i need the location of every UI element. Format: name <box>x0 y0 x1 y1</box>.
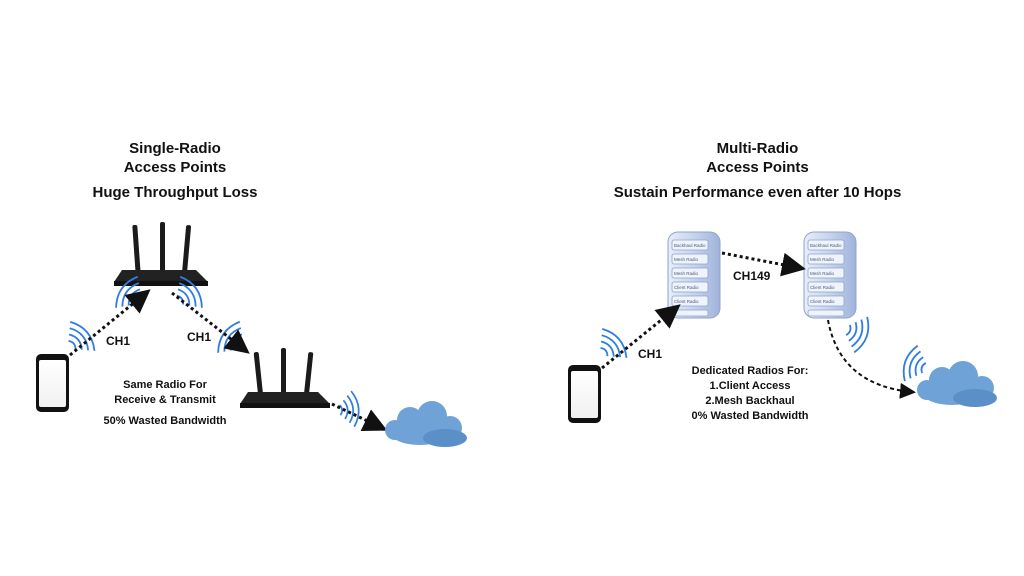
left-title-line2: Access Points <box>123 159 227 176</box>
ap1-radio-label-4: Client Radio <box>674 285 699 290</box>
wave-icon-ap2-bottom <box>840 311 874 356</box>
right-note-line3: 2.Mesh Backhaul <box>705 395 795 407</box>
left-note: Same Radio For Receive & Transmit 50% Wa… <box>90 378 240 429</box>
cloud-icon-right <box>917 361 997 407</box>
router-icon-1 <box>114 222 208 286</box>
ap2-radio-label-3: Mesh Radio <box>810 271 835 276</box>
phone-icon-left <box>36 354 69 412</box>
right-title-line2: Access Points <box>706 159 809 176</box>
left-subtitle: Huge Throughput Loss <box>92 184 258 201</box>
ap2-radio-label-4: Client Radio <box>810 285 835 290</box>
link-router2-to-cloud <box>331 402 388 432</box>
right-title: Multi-Radio Access Points <box>600 139 915 177</box>
left-note-line3: 50% Wasted Bandwidth <box>103 415 227 427</box>
left-title-line1: Single-Radio <box>129 140 221 157</box>
access-point-icon-2: Backhaul Radio Mesh Radio Mesh Radio Cli… <box>803 231 857 319</box>
right-note: Dedicated Radios For: 1.Client Access 2.… <box>680 364 820 424</box>
right-title-line1: Multi-Radio <box>716 140 799 157</box>
ap1-radio-label-2: Mesh Radio <box>674 257 699 262</box>
link-phone-to-ap1 <box>601 304 681 370</box>
left-title: Single-Radio Access Points <box>85 139 265 177</box>
ap2-radio-label-1: Backhaul Radio <box>810 243 842 248</box>
right-note-line2: 1.Client Access <box>709 380 791 392</box>
channel-label-left-a: CH1 <box>106 334 131 348</box>
wave-icon-router2-right <box>337 389 362 429</box>
wave-icon-router2-top <box>212 317 252 362</box>
link-ap1-to-ap2 <box>721 251 806 277</box>
ap1-radio-label-1: Backhaul Radio <box>674 243 706 248</box>
wave-icon-cloud-right <box>898 342 932 387</box>
ap1-radio-label-5: Client Radio <box>674 299 699 304</box>
channel-label-left-b: CH1 <box>187 330 212 344</box>
right-note-line1: Dedicated Radios For: <box>691 365 809 377</box>
left-note-line1: Same Radio For <box>123 379 207 391</box>
left-note-line2: Receive & Transmit <box>114 394 216 406</box>
link-phone-to-router1 <box>69 289 151 357</box>
channel-label-client: CH1 <box>638 347 663 361</box>
cloud-icon-left <box>385 401 467 447</box>
right-subtitle: Sustain Performance even after 10 Hops <box>613 184 902 201</box>
channel-label-backhaul: CH149 <box>733 269 771 283</box>
router-icon-2 <box>240 348 330 408</box>
phone-icon-right <box>568 365 601 423</box>
access-point-icon-1: Backhaul Radio Mesh Radio Mesh Radio Cli… <box>667 231 721 319</box>
ap1-radio-label-3: Mesh Radio <box>674 271 699 276</box>
right-note-line4: 0% Wasted Bandwidth <box>691 410 809 422</box>
ap2-radio-label-2: Mesh Radio <box>810 257 835 262</box>
ap2-radio-label-5: Client Radio <box>810 299 835 304</box>
wave-icon-phone-left <box>58 316 101 361</box>
link-ap2-to-cloud <box>827 319 916 399</box>
